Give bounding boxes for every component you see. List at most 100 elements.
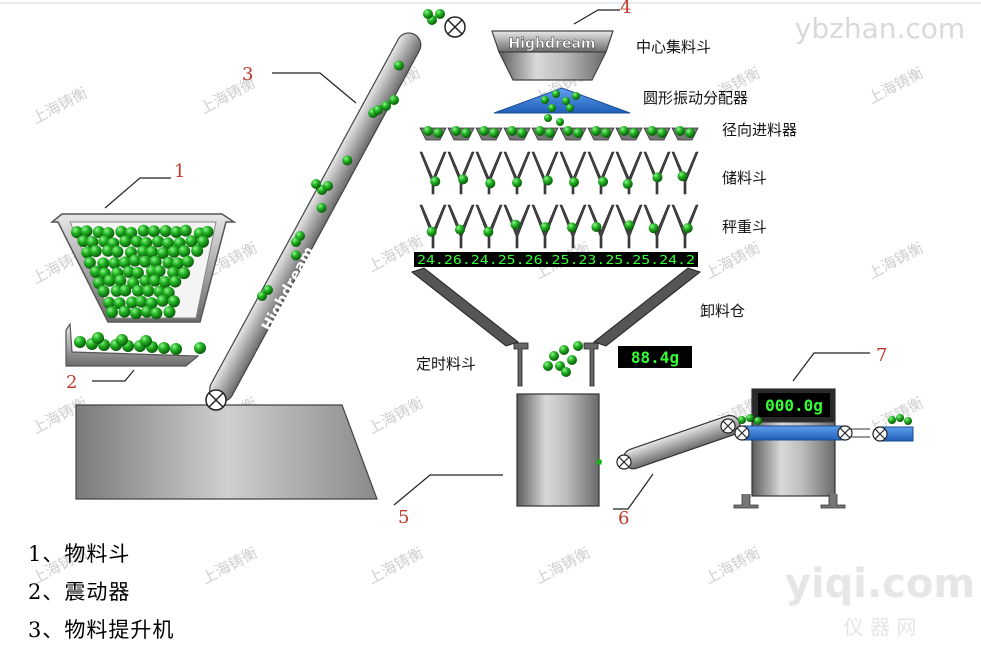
brand-watermark: 上海铸衡 — [532, 544, 593, 588]
site-watermark-top: ybzhan.com — [795, 12, 965, 45]
product-ball — [142, 284, 155, 297]
product-ball — [102, 244, 115, 257]
weigh-hopper-row — [419, 204, 699, 249]
callout-2: 2 — [66, 372, 77, 393]
product-ball — [152, 235, 165, 248]
product-ball — [675, 126, 685, 136]
weigh-hopper — [671, 204, 699, 249]
product-ball — [461, 128, 471, 138]
legend-item-3: 3、物料提升机 — [28, 618, 175, 642]
legend-item-2: 2、震动器 — [28, 580, 131, 604]
product-ball — [652, 172, 663, 183]
product-ball — [125, 226, 138, 239]
storage-hopper — [671, 151, 699, 195]
label-discharge-bin: 卸料仓 — [700, 302, 745, 320]
storage-hopper — [503, 151, 531, 195]
storage-hopper — [531, 151, 559, 195]
weigh-hopper — [419, 204, 447, 249]
product-ball — [458, 174, 469, 185]
discharge-bin — [410, 267, 702, 387]
product-ball — [114, 274, 127, 287]
callout-1: 1 — [174, 161, 185, 182]
product-ball — [535, 126, 545, 136]
product-ball — [167, 266, 180, 279]
circular-vibration-distributor — [493, 87, 631, 114]
product-ball — [510, 219, 521, 230]
product-ball — [561, 367, 571, 377]
label-timing-hopper: 定时料斗 — [416, 355, 476, 373]
product-ball — [119, 284, 132, 297]
check-weight-display — [758, 393, 830, 417]
product-ball — [677, 171, 688, 182]
product-ball — [373, 105, 383, 115]
brand-watermark: 上海铸衡 — [865, 64, 926, 108]
product-ball — [311, 179, 321, 189]
product-ball — [103, 274, 116, 287]
product-ball — [552, 90, 560, 98]
material-hopper — [49, 213, 237, 323]
product-ball — [544, 114, 552, 122]
product-ball — [573, 341, 583, 351]
product-ball — [567, 355, 577, 365]
product-ball — [754, 417, 762, 425]
product-ball — [896, 414, 904, 422]
product-ball — [485, 178, 496, 189]
product-ball — [549, 351, 559, 361]
product-ball — [479, 126, 489, 136]
product-ball — [507, 126, 517, 136]
weigh-hopper — [503, 204, 531, 249]
label-center-hopper: 中心集料斗 — [636, 38, 711, 56]
label-storage-hopper: 储料斗 — [722, 169, 767, 187]
brand-watermark: 上海铸衡 — [365, 544, 426, 588]
product-ball — [178, 267, 191, 280]
product-ball — [147, 225, 160, 238]
product-ball — [548, 104, 556, 112]
product-ball — [86, 236, 99, 249]
product-ball — [119, 235, 132, 248]
product-ball — [126, 296, 139, 309]
product-ball — [381, 101, 391, 111]
label-vibration-distributor: 圆形振动分配器 — [643, 89, 748, 107]
weigh-hopper — [559, 204, 587, 249]
product-ball — [647, 126, 657, 136]
product-ball — [563, 126, 573, 136]
weigh-hopper — [587, 204, 615, 249]
radial-feeder-row — [419, 126, 699, 141]
product-ball — [566, 104, 574, 112]
product-ball — [158, 342, 170, 354]
product-ball — [116, 334, 128, 346]
weights-strip-text: 24.26.24.25.26.25.23.25.25.24.2 — [417, 253, 695, 267]
storage-hopper-row — [419, 151, 699, 195]
product-ball — [629, 128, 639, 138]
product-ball — [685, 128, 695, 138]
storage-hopper — [559, 151, 587, 195]
callout-4: 4 — [620, 0, 631, 18]
product-ball — [569, 177, 580, 188]
brand-watermark: 上海铸衡 — [365, 394, 426, 438]
watermark-layer: 上海铸衡上海铸衡上海铸衡上海铸衡上海铸衡上海铸衡上海铸衡上海铸衡上海铸衡上海铸衡… — [29, 64, 926, 588]
product-ball — [194, 342, 206, 354]
brand-watermark: 上海铸衡 — [702, 544, 763, 588]
product-ball — [80, 225, 93, 238]
product-ball — [598, 176, 609, 187]
falling-product — [543, 341, 583, 377]
brand-watermark: 上海铸衡 — [199, 544, 260, 588]
product-ball — [129, 254, 142, 267]
product-ball — [137, 224, 150, 237]
product-ball — [572, 92, 580, 100]
product-ball — [139, 255, 152, 268]
elevator-base-platform — [75, 404, 378, 500]
product-ball — [201, 225, 214, 238]
product-ball — [323, 181, 333, 191]
product-ball — [89, 245, 102, 258]
product-ball — [738, 416, 746, 424]
brand-watermark: 上海铸衡 — [865, 239, 926, 283]
product-ball — [648, 223, 659, 234]
product-ball — [423, 9, 433, 19]
product-ball — [149, 255, 162, 268]
product-ball — [545, 128, 555, 138]
product-ball — [601, 128, 611, 138]
product-ball — [181, 255, 194, 268]
weigh-hopper — [615, 204, 643, 249]
combined-weight-value: 88.4g — [631, 348, 679, 367]
